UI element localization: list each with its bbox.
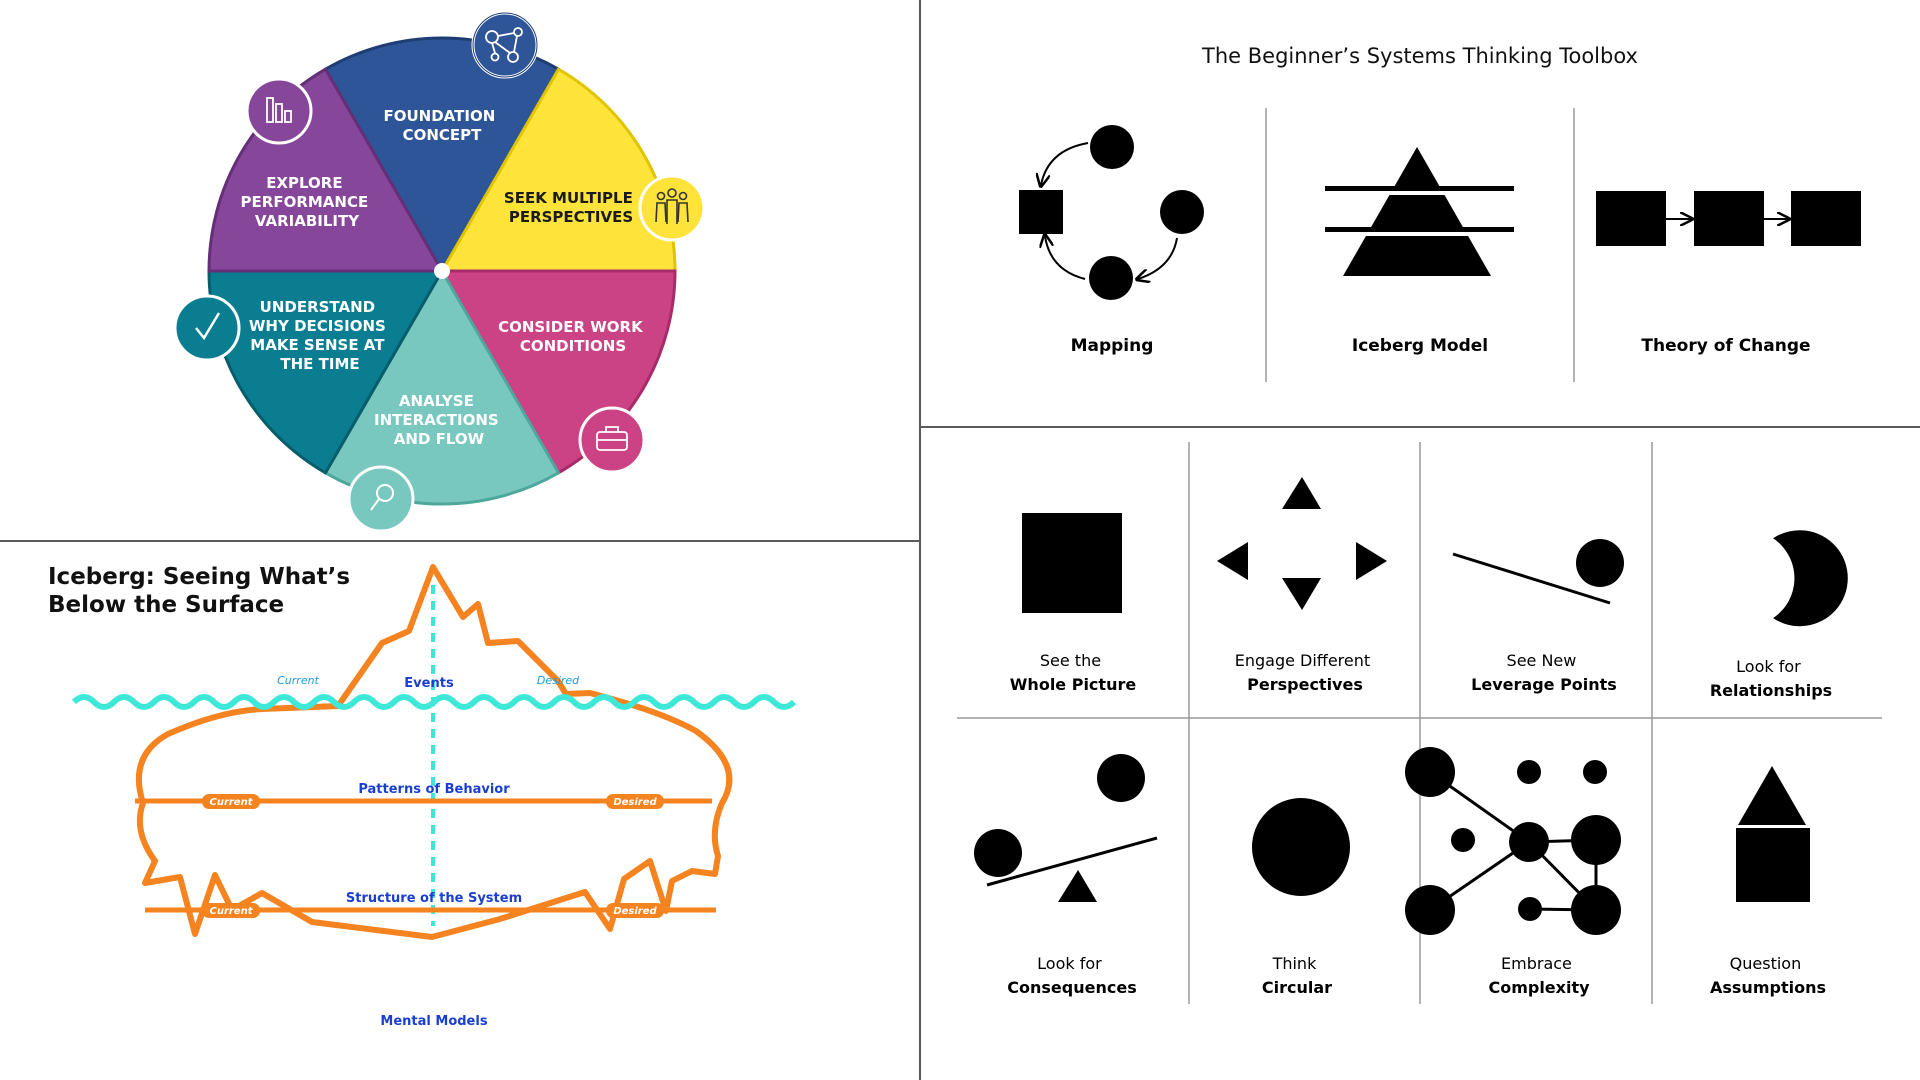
patterns-desired-pill: Desired — [606, 794, 664, 809]
iceberg-panel: Iceberg: Seeing What’s Below the Surface… — [0, 541, 920, 1080]
label-consider-work-conditions: CONSIDER WORK CONDITIONS — [498, 318, 648, 355]
events-label: Events — [404, 676, 454, 691]
label-explore-variability: EXPLORE PERFORMANCE VARIABILITY — [241, 174, 374, 230]
vertical-panel-divider — [919, 0, 921, 1080]
label-understand-decisions: UNDERSTAND WHY DECISIONS MAKE SENSE AT T… — [249, 298, 391, 373]
tool-label-mapping: Mapping — [1071, 336, 1154, 356]
principle-perspectives: Engage Different Perspectives — [1235, 651, 1376, 694]
principle-assumptions: Question Assumptions — [1710, 954, 1826, 997]
structure-current-pill: Current — [202, 903, 260, 918]
toolbox-title: The Beginner’s Systems Thinking Toolbox — [1201, 44, 1638, 68]
svg-text:Desired: Desired — [613, 906, 657, 917]
principle-leverage-points: See New Leverage Points — [1471, 651, 1617, 694]
mapping-icon — [1019, 125, 1204, 300]
perspectives-arrows-icon — [1217, 477, 1387, 610]
safety-wheel-diagram: FOUNDATION CONCEPT SEEK MULTIPLE PERSPEC… — [173, 11, 706, 533]
tool-label-theory-of-change: Theory of Change — [1641, 336, 1810, 356]
right-panel-divider — [920, 426, 1920, 428]
segment-seek-multiple-perspectives — [439, 67, 677, 273]
assumptions-house-icon — [1736, 766, 1810, 902]
patterns-current-pill: Current — [202, 794, 260, 809]
bar-chart-icon — [245, 77, 313, 145]
left-panel-divider — [0, 540, 920, 542]
checkmark-icon — [173, 294, 241, 362]
surface-desired-tag: Desired — [537, 674, 580, 687]
svg-text:Current: Current — [209, 797, 253, 808]
toolbox-panel: The Beginner’s Systems Thinking Toolbox … — [920, 0, 1920, 427]
wheel-hub — [434, 263, 450, 279]
tool-label-iceberg-model: Iceberg Model — [1352, 336, 1488, 356]
iceberg-diagram: Iceberg: Seeing What’s Below the Surface… — [48, 564, 797, 1029]
patterns-of-behavior-label: Patterns of Behavior — [358, 782, 510, 797]
consequences-seesaw-icon — [974, 754, 1158, 902]
label-seek-multiple-perspectives: SEEK MULTIPLE PERSPECTIVES — [504, 189, 638, 226]
iceberg-title: Iceberg: Seeing What’s Below the Surface — [48, 564, 358, 618]
principle-relationships: Look for Relationships — [1710, 657, 1832, 700]
label-foundation-concept: FOUNDATION CONCEPT — [384, 107, 501, 144]
theory-of-change-icon — [1596, 191, 1861, 246]
circular-circle-icon — [1252, 798, 1350, 896]
relationships-crescent-icon — [1773, 530, 1848, 627]
network-icon — [471, 11, 539, 79]
principle-complexity: Embrace Complexity — [1488, 954, 1590, 997]
magnifier-icon — [347, 465, 415, 533]
people-group-icon — [638, 174, 706, 242]
segment-foundation-concept — [323, 36, 561, 275]
water-surface-wave — [71, 694, 797, 710]
structure-desired-pill: Desired — [606, 903, 664, 918]
principles-panel: See the Whole Picture Engage Different P… — [920, 427, 1920, 1080]
toolbox-diagram: The Beginner’s Systems Thinking Toolbox … — [1019, 44, 1861, 382]
whole-picture-square-icon — [1022, 513, 1122, 613]
svg-text:Current: Current — [209, 906, 253, 917]
safety-wheel-panel: FOUNDATION CONCEPT SEEK MULTIPLE PERSPEC… — [0, 0, 920, 541]
svg-text:Desired: Desired — [613, 797, 657, 808]
mental-models-label: Mental Models — [380, 1014, 487, 1029]
surface-current-tag: Current — [277, 674, 319, 687]
segment-analyse-interactions — [323, 267, 561, 506]
label-analyse-interactions: ANALYSE INTERACTIONS AND FLOW — [374, 392, 504, 448]
structure-of-system-label: Structure of the System — [346, 891, 522, 906]
iceberg-model-icon — [1325, 147, 1514, 276]
iceberg-outline — [135, 564, 733, 940]
principle-consequences: Look for Consequences — [1007, 954, 1136, 997]
toolbox-icon — [578, 406, 646, 474]
complexity-network-icon — [1405, 747, 1621, 935]
leverage-point-icon — [1452, 539, 1624, 605]
principle-whole-picture: See the Whole Picture — [1010, 651, 1137, 694]
principles-grid: See the Whole Picture Engage Different P… — [957, 442, 1882, 1004]
principle-circular: Think Circular — [1262, 954, 1332, 997]
